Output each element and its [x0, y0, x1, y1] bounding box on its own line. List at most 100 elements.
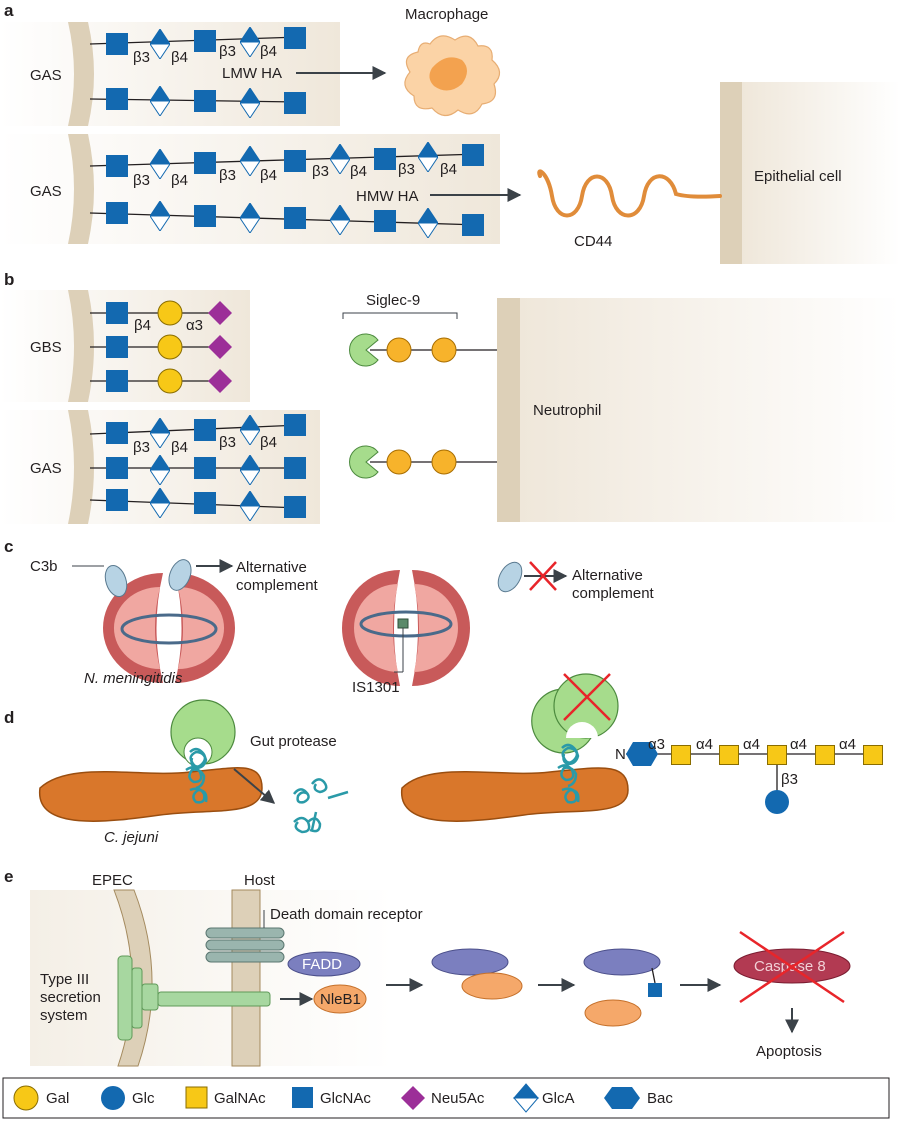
- bond-b4-b2: β4: [260, 167, 277, 184]
- sialylated-glycan-3: [106, 368, 232, 394]
- epec-label: EPEC: [92, 872, 133, 889]
- gas-label-a-bottom: GAS: [30, 183, 62, 200]
- legend-item-glcnac: GlcNAc: [292, 1087, 371, 1108]
- cd44-receptor: [537, 169, 722, 218]
- alt-complement-left-2: complement: [236, 577, 319, 594]
- panel-b: b GBS β4 α3: [0, 270, 900, 524]
- bond-b4-gas1: β4: [171, 439, 188, 456]
- c3b-label: C3b: [30, 558, 58, 575]
- bac-hexagon: [626, 742, 658, 766]
- host-membrane: [231, 889, 261, 1067]
- bond-b4-b4: β4: [440, 161, 457, 178]
- n-meningitidis-mutant: IS1301 Alternative complement: [342, 561, 655, 696]
- gas-cell-wall-bottom: [68, 134, 94, 244]
- bac-symbol-icon: [604, 1087, 640, 1109]
- neutrophil: Neutrophil: [497, 298, 900, 522]
- bond-b3-a2: β3: [219, 43, 236, 60]
- panel-a-bottom-box: GAS: [0, 134, 522, 244]
- siglec-bracket: [342, 312, 458, 319]
- panel-a: a GAS β3 β4 β3: [0, 1, 900, 264]
- legend-label-bac: Bac: [647, 1090, 673, 1107]
- bond-b4-gbs: β4: [134, 317, 151, 334]
- alt-complement-left-1: Alternative: [236, 559, 307, 576]
- type-iii-secretion-system: [117, 955, 271, 1041]
- legend-label-neu5ac: Neu5Ac: [431, 1090, 485, 1107]
- bond-b3-gas1: β3: [133, 439, 150, 456]
- bond-b3-a1: β3: [133, 49, 150, 66]
- bond-a3-d: α3: [648, 736, 665, 753]
- n-linkage-label: N: [615, 746, 626, 763]
- panel-c: c C3b Alternative complement N. meningit…: [4, 537, 655, 696]
- lmw-ha-label: LMW HA: [222, 65, 282, 82]
- fadd-glycosylated: [583, 948, 661, 976]
- sialylated-glycan-1: [106, 300, 232, 326]
- fadd-label: FADD: [302, 956, 342, 973]
- bond-b3-b4: β3: [398, 161, 415, 178]
- panel-a-top-box: GAS β3 β4 β3 β4 LMW HA: [0, 22, 387, 126]
- bond-b3-b1: β3: [133, 172, 150, 189]
- epithelial-cell: Epithelial cell CD44: [537, 82, 900, 264]
- panel-e-letter: e: [4, 867, 13, 886]
- c3b-protein-left: [104, 564, 128, 598]
- legend: Gal Glc GalNAc GlcNAc Neu5Ac GlcA Bac: [2, 1077, 890, 1119]
- bond-b4-gas2: β4: [260, 434, 277, 451]
- fadd-complex: [431, 948, 509, 976]
- siglec-label: Siglec-9: [366, 292, 420, 309]
- panel-d: d Gut protease C. jejuni: [4, 673, 883, 846]
- nleb1-released: [584, 999, 642, 1027]
- protein-coil-left: [185, 747, 208, 804]
- sialylated-glycan-2: [106, 334, 232, 360]
- protease-blocked: [531, 673, 619, 754]
- hmw-ha-label: HMW HA: [356, 188, 419, 205]
- bond-b3-gas2: β3: [219, 434, 236, 451]
- panel-a-letter: a: [4, 1, 14, 20]
- neutrophil-label: Neutrophil: [533, 402, 601, 419]
- gas-cell-wall-top: [68, 22, 94, 126]
- glcnac-symbol-icon: [292, 1087, 313, 1108]
- macrophage-label: Macrophage: [405, 6, 488, 23]
- blocked-x-e: [739, 930, 845, 1004]
- legend-label-glcnac: GlcNAc: [320, 1090, 371, 1107]
- nleb1: [313, 984, 367, 1014]
- alt-complement-right-2: complement: [572, 585, 655, 602]
- bond-b3-d: β3: [781, 771, 798, 788]
- siglec-9-receptor-bottom: [349, 445, 497, 479]
- panel-b-gbs-box: GBS β4 α3: [0, 290, 250, 402]
- protein-coil-right: [557, 743, 580, 804]
- nleb1-label: NleB1: [320, 991, 361, 1008]
- c3b-protein-right: [168, 559, 192, 591]
- host-label: Host: [244, 872, 276, 889]
- galnac-symbol-icon: [185, 1086, 208, 1109]
- legend-label-glc: Glc: [132, 1090, 155, 1107]
- glcnac-modification: [648, 983, 662, 997]
- gas-label-a-top: GAS: [30, 67, 62, 84]
- apoptosis-label: Apoptosis: [756, 1043, 822, 1060]
- legend-item-gal: Gal: [13, 1085, 69, 1111]
- legend-item-galnac: GalNAc: [185, 1086, 266, 1109]
- bond-b4-b3: β4: [350, 163, 367, 180]
- cleaved-fragments: [293, 778, 349, 834]
- epithelial-label: Epithelial cell: [754, 168, 842, 185]
- t3ss-line2: secretion: [40, 989, 101, 1006]
- bond-a4-d1: α4: [696, 736, 713, 753]
- bond-a4-d3: α4: [790, 736, 807, 753]
- panel-e: e EPEC Host Type III secretion system De…: [4, 867, 851, 1067]
- bond-a4-d4: α4: [839, 736, 856, 753]
- bond-b3-b3: β3: [312, 163, 329, 180]
- panel-c-letter: c: [4, 537, 13, 556]
- legend-label-glca: GlcA: [542, 1090, 575, 1107]
- blocked-x-c: [529, 561, 557, 591]
- n-meningitidis-label: N. meningitidis: [84, 670, 183, 687]
- c-jejuni-right: N α3 α4 α4 α4 α4 β3: [401, 673, 883, 822]
- legend-label-gal: Gal: [46, 1090, 69, 1107]
- death-domain-label: Death domain receptor: [270, 906, 423, 923]
- bond-a3-gbs: α3: [186, 317, 203, 334]
- death-domain-receptor: [205, 927, 285, 963]
- alt-complement-right-1: Alternative: [572, 567, 643, 584]
- macrophage: Macrophage: [404, 6, 501, 117]
- gas-label-b: GAS: [30, 460, 62, 477]
- glc-branch: [765, 790, 789, 814]
- legend-item-neu5ac: Neu5Ac: [401, 1086, 485, 1110]
- bond-b4-a1: β4: [171, 49, 188, 66]
